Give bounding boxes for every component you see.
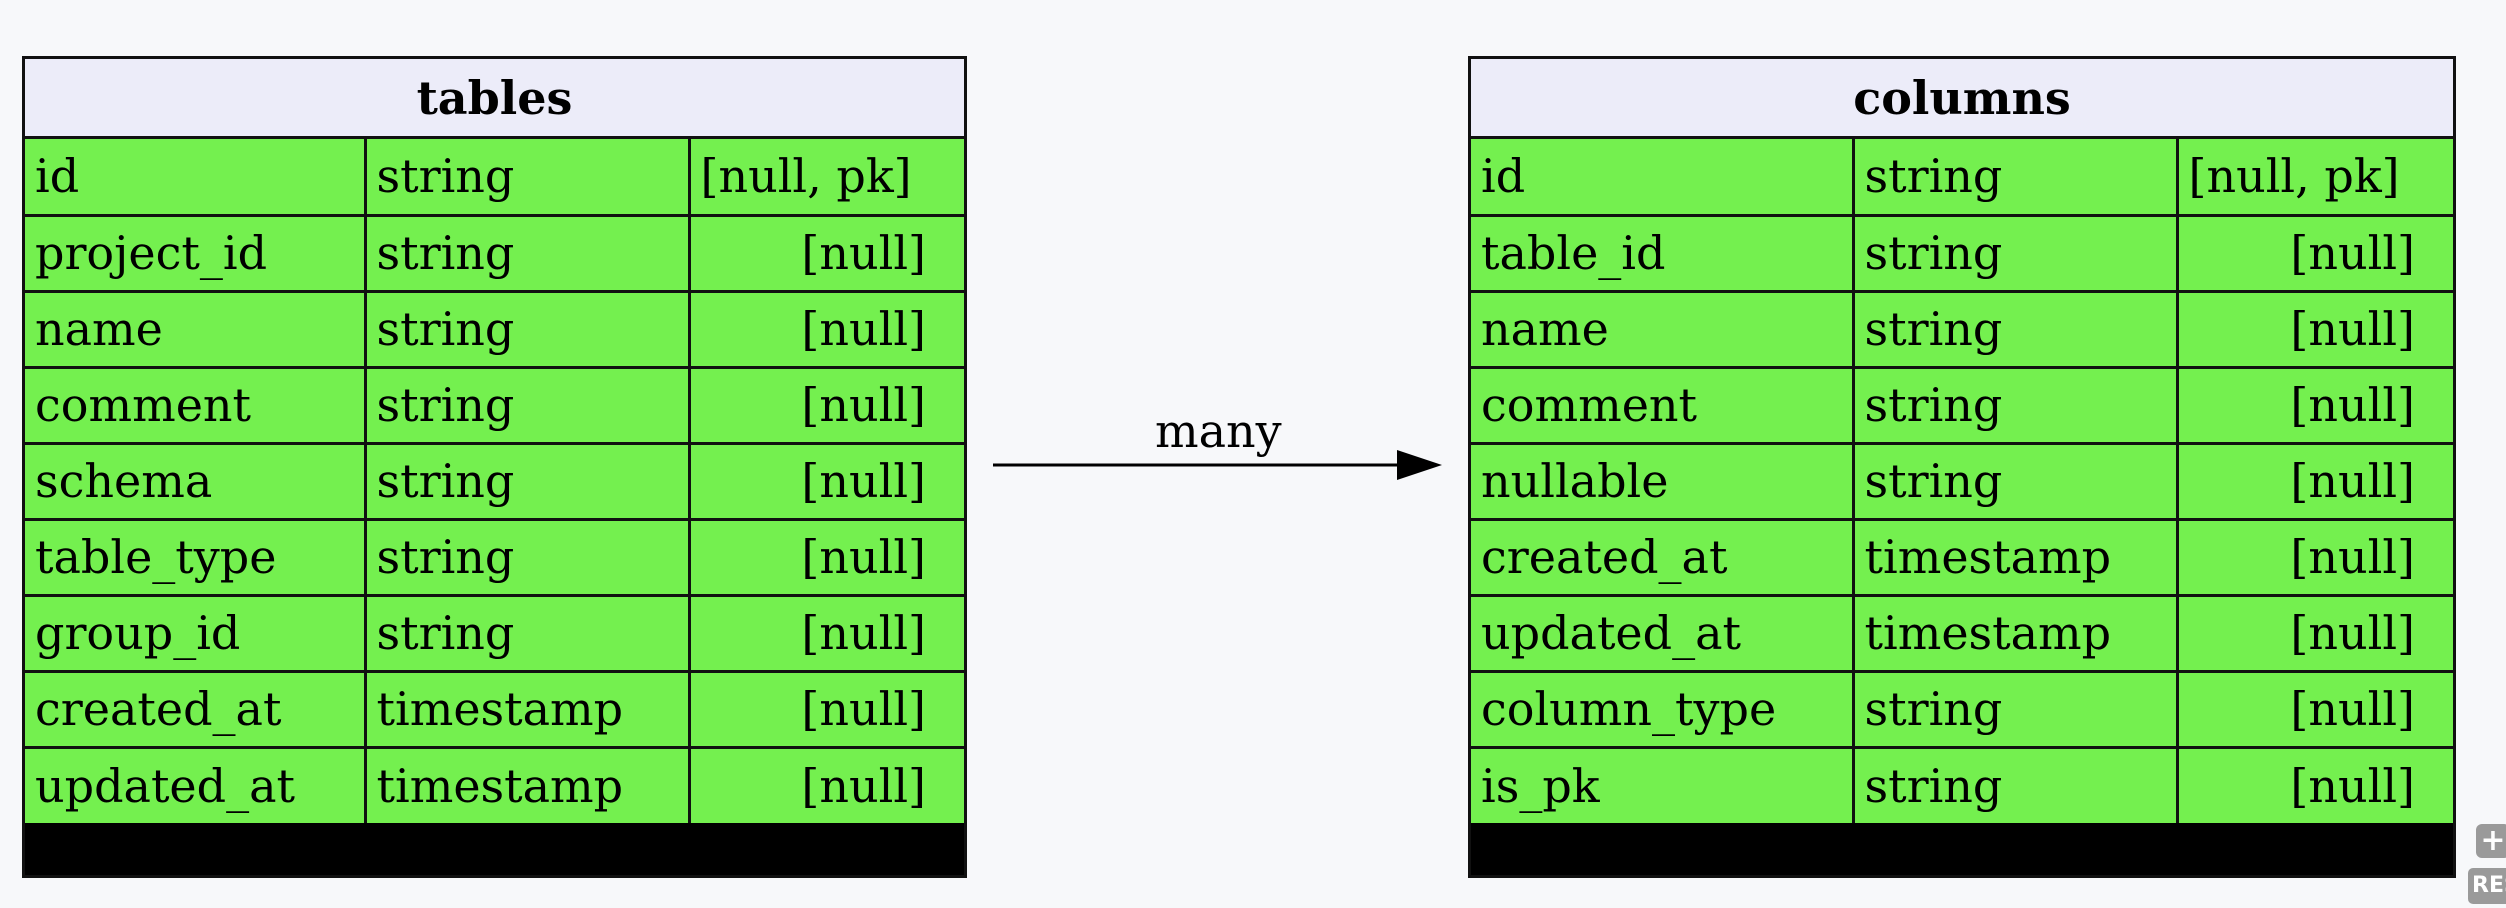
field-type: string: [363, 289, 691, 369]
field-name: name: [1471, 289, 1855, 369]
field-type: string: [1851, 669, 2179, 749]
field-type: string: [1851, 441, 2179, 521]
field-name: nullable: [1471, 441, 1855, 521]
relation-arrow: [993, 450, 1442, 480]
field-attributes: [null]: [2175, 213, 2453, 293]
field-name: created_at: [1471, 517, 1855, 597]
field-name: table_type: [25, 517, 367, 597]
field-attributes: [null]: [687, 441, 964, 521]
field-type: string: [1851, 365, 2179, 445]
field-type: string: [363, 517, 691, 597]
field-attributes: [null]: [2175, 517, 2453, 597]
relation-label: many: [1155, 404, 1282, 458]
field-attributes: [null]: [2175, 441, 2453, 521]
field-type: timestamp: [1851, 517, 2179, 597]
field-type: string: [363, 593, 691, 673]
field-type: string: [1851, 213, 2179, 293]
field-type: string: [363, 365, 691, 445]
field-type: string: [363, 213, 691, 293]
field-name: created_at: [25, 669, 367, 749]
field-attributes: [null]: [2175, 745, 2453, 823]
field-attributes: [null, pk]: [2175, 139, 2453, 217]
field-attributes: [null]: [2175, 669, 2453, 749]
field-name: group_id: [25, 593, 367, 673]
field-attributes: [null]: [687, 669, 964, 749]
field-attributes: [null]: [687, 289, 964, 369]
field-type: string: [1851, 289, 2179, 369]
field-attributes: [null]: [687, 213, 964, 293]
reset-button[interactable]: RESET: [2468, 868, 2506, 904]
field-name: comment: [25, 365, 367, 445]
entity-title: columns: [1471, 59, 2453, 139]
field-attributes: [null]: [687, 745, 964, 823]
field-type: string: [363, 139, 691, 217]
field-name: id: [25, 139, 367, 217]
field-type: timestamp: [363, 669, 691, 749]
field-name: updated_at: [25, 745, 367, 823]
zoom-in-icon[interactable]: +: [2476, 824, 2506, 858]
field-type: string: [1851, 745, 2179, 823]
field-type: timestamp: [1851, 593, 2179, 673]
field-type: string: [1851, 139, 2179, 217]
entity-title: tables: [25, 59, 964, 139]
field-attributes: [null]: [687, 365, 964, 445]
field-name: comment: [1471, 365, 1855, 445]
zoom-controls: + RESET: [2468, 818, 2506, 908]
arrowhead: [1397, 450, 1442, 480]
field-type: timestamp: [363, 745, 691, 823]
field-attributes: [null]: [687, 517, 964, 597]
field-attributes: [null]: [2175, 593, 2453, 673]
field-type: string: [363, 441, 691, 521]
field-name: name: [25, 289, 367, 369]
field-name: project_id: [25, 213, 367, 293]
field-attributes: [null]: [2175, 365, 2453, 445]
field-name: id: [1471, 139, 1855, 217]
field-attributes: [null]: [687, 593, 964, 673]
field-name: table_id: [1471, 213, 1855, 293]
field-name: updated_at: [1471, 593, 1855, 673]
field-attributes: [null, pk]: [687, 139, 964, 217]
field-name: is_pk: [1471, 745, 1855, 823]
field-name: column_type: [1471, 669, 1855, 749]
field-name: schema: [25, 441, 367, 521]
field-attributes: [null]: [2175, 289, 2453, 369]
